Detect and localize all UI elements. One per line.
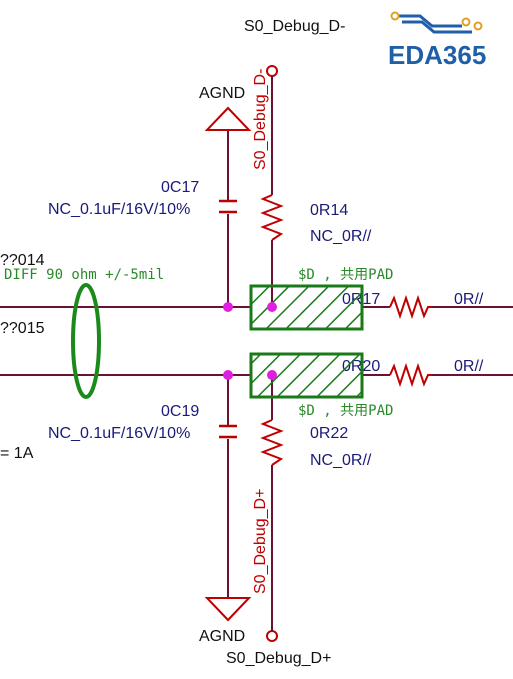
c17-ref: 0C17	[161, 179, 199, 196]
junction-dots	[223, 302, 277, 380]
eda365-logo: EDA365	[388, 11, 486, 70]
net-label-bottom-vertical: S0_Debug_D+	[252, 489, 269, 594]
net-label-top: S0_Debug_D-	[244, 18, 345, 35]
resistor-r20	[389, 362, 432, 388]
current-label: = 1A	[0, 445, 34, 462]
agnd-symbol-top	[204, 106, 252, 131]
r22-ref: 0R22	[310, 425, 348, 442]
net-label-left-1: ??014	[0, 252, 45, 269]
resistor-r22	[260, 419, 284, 466]
r17-value: 0R//	[454, 291, 484, 308]
r14-value: NC_0R//	[310, 228, 372, 245]
pad-annotation-bottom: $D , 共用PAD	[298, 403, 393, 419]
net-label-bottom: S0_Debug_D+	[226, 650, 331, 667]
agnd-label-bottom: AGND	[199, 628, 245, 645]
net-pin-bottom	[266, 630, 278, 642]
net-label-top-vertical: S0_Debug_D-	[252, 69, 269, 170]
c19-value: NC_0.1uF/16V/10%	[48, 425, 190, 442]
r20-value: 0R//	[454, 358, 484, 375]
pad-annotation-top: $D , 共用PAD	[298, 267, 393, 283]
c17-value: NC_0.1uF/16V/10%	[48, 201, 190, 218]
r14-ref: 0R14	[310, 202, 348, 219]
capacitor-c17	[219, 199, 237, 214]
agnd-label-top: AGND	[199, 85, 245, 102]
resistor-r14	[260, 194, 284, 241]
diff-pair-ellipse	[71, 283, 101, 399]
diff-rule-annotation: DIFF 90 ohm +/-5mil	[4, 267, 164, 283]
net-label-left-2: ??015	[0, 320, 45, 337]
logo-text: EDA365	[388, 40, 486, 70]
capacitor-c19	[219, 424, 237, 439]
agnd-symbol-bottom	[204, 597, 252, 622]
r22-value: NC_0R//	[310, 452, 372, 469]
c19-ref: 0C19	[161, 403, 199, 420]
resistor-r17	[389, 294, 432, 320]
